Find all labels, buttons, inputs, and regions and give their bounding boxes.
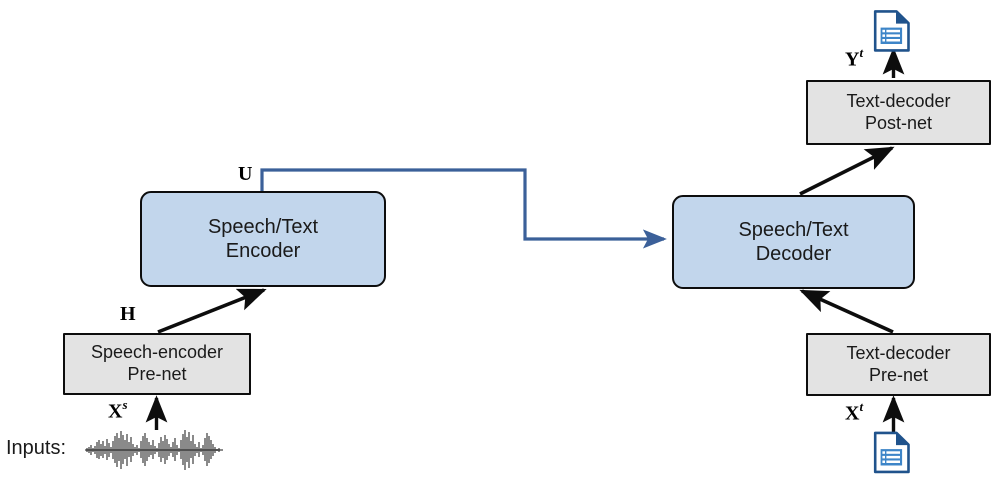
label-X-speech-base: X <box>108 400 123 423</box>
node-text-decoder-postnet[interactable]: Text-decoder Post-net <box>806 80 991 145</box>
node-label-line2: Encoder <box>225 240 301 262</box>
arrow-decoder-to-postnet <box>799 146 895 196</box>
label-Y-text: Yt <box>845 45 864 72</box>
label-X-speech-sup: s <box>122 397 128 412</box>
label-U-base: U <box>238 163 253 185</box>
node-label-line1: Text-decoder <box>846 90 951 111</box>
node-speech-text-decoder[interactable]: Speech/Text Decoder <box>672 195 915 289</box>
node-label-line1: Text-decoder <box>846 342 951 363</box>
label-H: H <box>120 303 136 326</box>
label-X-text: Xt <box>845 399 864 426</box>
node-label-line2: Post-net <box>864 112 933 133</box>
arrow-prenet-to-encoder <box>157 288 267 334</box>
arrow-text-prenet-to-decoder <box>799 289 894 334</box>
label-H-base: H <box>120 303 136 325</box>
node-speech-text-encoder[interactable]: Speech/Text Encoder <box>140 191 386 287</box>
node-label-line2: Pre-net <box>127 364 187 384</box>
label-X-speech: Xs <box>108 397 128 424</box>
text-document-icon-output <box>873 10 910 52</box>
audio-waveform-icon <box>85 430 223 470</box>
label-inputs: Inputs: <box>6 437 67 459</box>
text-document-icon-input <box>873 431 910 474</box>
label-U: U <box>238 163 252 186</box>
arrow-encoder-to-decoder <box>260 168 667 249</box>
node-label-line2: Pre-net <box>868 364 929 385</box>
node-label-line1: Speech/Text <box>207 215 319 238</box>
label-Y-text-base: Y <box>845 48 860 71</box>
label-Y-text-sup: t <box>859 45 864 60</box>
node-text-decoder-prenet[interactable]: Text-decoder Pre-net <box>806 333 991 396</box>
label-X-text-sup: t <box>859 399 864 414</box>
node-label-line1: Speech-encoder <box>90 342 224 363</box>
node-label-line1: Speech/Text <box>738 218 849 241</box>
node-speech-encoder-prenet[interactable]: Speech-encoder Pre-net <box>63 333 251 395</box>
label-X-text-base: X <box>845 402 860 425</box>
node-label-line2: Decoder <box>755 243 832 265</box>
